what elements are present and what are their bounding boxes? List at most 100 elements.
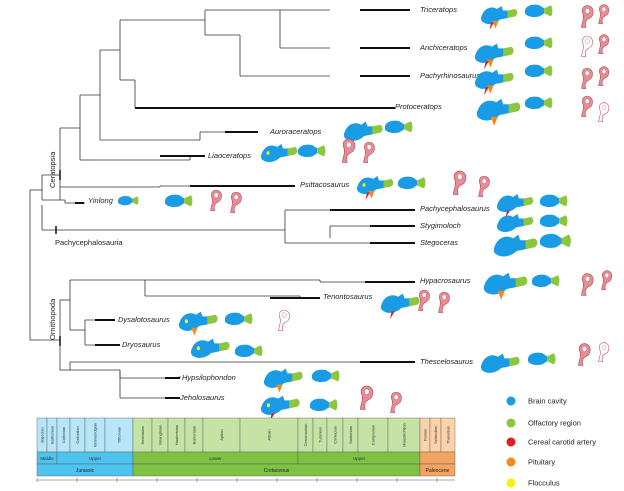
ear-loop	[366, 144, 372, 150]
olfactory-shape	[547, 353, 556, 365]
ear-loop	[601, 68, 607, 74]
brain-endocast-dorsal	[540, 214, 568, 228]
brain-endocast-dorsal	[398, 176, 426, 190]
taxon-label: Dysalotosaurus	[118, 315, 170, 324]
olfactory-shape	[559, 215, 568, 227]
brain-endocast-dorsal	[225, 312, 253, 326]
ear-shape	[598, 34, 610, 54]
stratigraphic-ranges	[75, 9, 415, 399]
olfactory-shape	[523, 217, 534, 226]
legend-label: Pituitary	[528, 458, 555, 467]
stage-label: Santonian	[348, 426, 353, 444]
taxon-label: Protoceratops	[395, 102, 442, 111]
olfactory-shape	[289, 398, 300, 409]
brain-cavity-shape	[525, 4, 545, 18]
taxon-label: Stygimoloch	[420, 221, 461, 230]
stage-label: Berriasian	[140, 426, 145, 444]
olfactory-shape	[372, 124, 383, 135]
brain-endocast-dorsal	[235, 344, 263, 358]
taxon-label: Thescelosaurus	[420, 357, 473, 366]
inner-ear	[581, 273, 594, 296]
olfactory-shape	[515, 276, 528, 288]
stage-label: Barremian	[192, 426, 197, 444]
clade-label-ornithopoda: Ornithopoda	[48, 298, 57, 340]
inner-ear	[598, 66, 610, 86]
ear-shape	[230, 191, 242, 213]
brain-endocast-dorsal	[540, 194, 568, 208]
brain-cavity-shape	[263, 368, 295, 388]
inner-ear	[478, 175, 490, 197]
flocculus-shape	[266, 403, 270, 408]
taxon-labels: TriceratopsAnchiceratopsPachyrhinosaurus…	[88, 5, 490, 402]
stage-label: Oxfordian	[75, 426, 80, 443]
ear-loop	[584, 70, 590, 76]
brain-endocast	[481, 6, 518, 30]
legend-item: Flocculus	[506, 478, 560, 488]
pituitary-shape	[490, 116, 498, 126]
ear-shape	[438, 291, 450, 313]
olfactory-shape	[132, 196, 139, 205]
stage-label: Coniacian	[333, 426, 338, 444]
ear-loop	[393, 394, 399, 400]
ear-shape	[581, 5, 594, 28]
legend-item: Cereal carotid artery	[506, 437, 596, 447]
epoch-label: Middle	[40, 456, 54, 461]
ear-loop	[441, 294, 447, 300]
stage-label: Kimmeridgian	[93, 423, 98, 447]
ear-loop	[233, 194, 239, 200]
ear-shape	[360, 385, 374, 410]
olfactory-shape	[525, 238, 538, 250]
taxon-label: Dryosaurus	[122, 340, 161, 349]
brain-endocast	[476, 98, 521, 126]
ear-shape	[598, 4, 610, 24]
brain-endocast-dorsal	[528, 352, 556, 366]
brain-cavity-shape	[525, 96, 545, 110]
brain-cavity-shape	[398, 176, 418, 190]
brain-cavity-shape	[357, 176, 386, 195]
stage-label: Tithonian	[117, 427, 122, 443]
stage-label: Bajocian	[40, 427, 45, 442]
legend-label: Brain cavity	[528, 397, 567, 406]
ear-shape	[581, 273, 594, 296]
ear-loop	[601, 6, 607, 12]
olfactory-shape	[287, 147, 298, 156]
taxon-label: Psittacosaurus	[300, 180, 349, 189]
brain-endocast-dorsal	[385, 120, 413, 134]
flocculus-shape	[266, 151, 270, 155]
brain-cavity-shape	[525, 36, 545, 50]
ear-shape	[363, 141, 375, 163]
legend-swatch	[506, 418, 516, 428]
olfactory-shape	[503, 72, 514, 83]
carotid-shape	[270, 413, 275, 422]
brain-cavity-shape	[235, 344, 255, 358]
brain-cavity-shape	[480, 353, 512, 373]
stage-label: Maastrichtian	[402, 423, 407, 447]
legend-item: Brain cavity	[506, 396, 567, 406]
taxon-label: Yinlong	[88, 196, 114, 205]
ear-shape	[390, 391, 402, 413]
brain-cavity-shape	[481, 6, 510, 25]
ear-shape	[418, 289, 430, 311]
inner-ear	[363, 141, 375, 163]
inner-ear	[598, 34, 610, 54]
olfactory-shape	[254, 345, 263, 357]
stage-label: Thanetian	[446, 426, 451, 444]
stage-label: Bathonian	[50, 426, 55, 444]
inner-ear	[598, 4, 610, 24]
inner-ear	[390, 391, 402, 413]
ear-shape	[598, 342, 610, 362]
pituitary-shape	[487, 59, 494, 68]
brain-cavity-shape	[118, 195, 133, 206]
pituitary-shape	[191, 327, 198, 336]
olfactory-shape	[383, 179, 394, 188]
olfactory-shape	[317, 145, 326, 157]
olfactory-shape	[219, 341, 230, 352]
period-label: Jurassic	[76, 468, 95, 474]
brain-endocast	[260, 395, 300, 422]
inner-ear	[360, 385, 374, 410]
carotid-shape	[390, 311, 395, 320]
brain-endocast	[474, 69, 514, 96]
brain-cavity-shape	[497, 214, 526, 233]
olfactory-shape	[561, 234, 571, 248]
